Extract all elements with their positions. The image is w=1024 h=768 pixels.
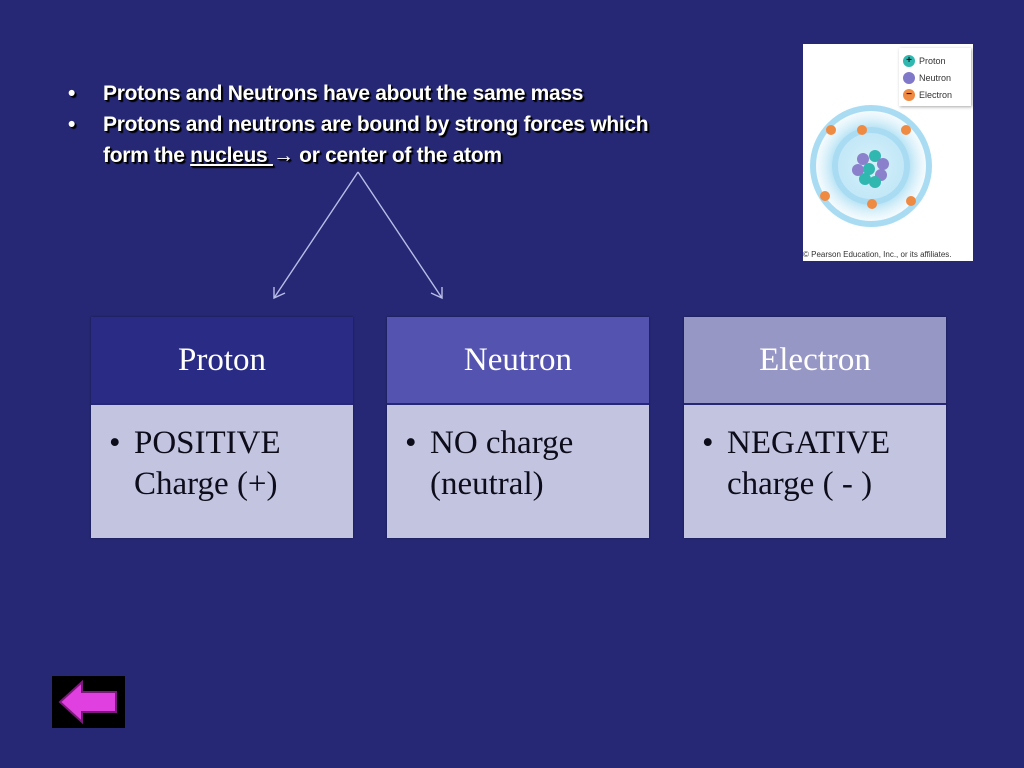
arrow-to-proton — [273, 171, 359, 299]
bullet-text: Protons and neutrons are bound by strong… — [103, 109, 768, 171]
bullet-marker: • — [68, 113, 76, 136]
bullet-item: • Protons and Neutrons have about the sa… — [68, 78, 768, 109]
card-line: charge ( - ) — [727, 466, 873, 502]
bullet-line-end: or center of the atom — [293, 144, 502, 167]
card-title: Neutron — [463, 341, 573, 378]
outer-shell — [810, 105, 932, 227]
arrow-to-neutron — [357, 171, 443, 299]
card-line: (neutral) — [430, 466, 544, 502]
card-body: • NO charge (neutral) — [387, 405, 649, 538]
card-bullet: • — [405, 425, 417, 461]
nucleus — [852, 150, 889, 188]
card-text: NEGATIVE charge ( - ) — [727, 423, 934, 538]
nucleus-blank: nucleus — [190, 144, 273, 167]
card-line: POSITIVE — [134, 425, 281, 461]
card-title: Electron — [759, 341, 871, 378]
card-body: • NEGATIVE charge ( - ) — [684, 405, 946, 538]
atom-diagram-image: + Proton Neutron − Electron © Pearson Ed… — [803, 44, 973, 261]
legend-item-electron: − Electron — [899, 86, 971, 103]
left-arrow-icon — [58, 679, 117, 725]
bullet-line-start: form the — [103, 144, 191, 167]
card-electron: Electron • NEGATIVE charge ( - ) — [684, 317, 946, 538]
legend-item-proton: + Proton — [899, 52, 971, 69]
neutron-icon — [903, 71, 915, 84]
legend-label: Electron — [919, 89, 953, 100]
card-text: NO charge (neutral) — [430, 423, 637, 538]
card-header: Neutron — [387, 317, 649, 403]
card-line: NO charge — [430, 425, 574, 461]
atom-illustration — [805, 100, 937, 232]
bullet-line: Protons and neutrons are bound by strong… — [103, 113, 649, 136]
card-bullet: • — [702, 425, 714, 461]
bullet-item: • Protons and neutrons are bound by stro… — [68, 109, 768, 171]
card-line: Charge (+) — [134, 466, 278, 502]
legend-label: Proton — [919, 55, 946, 66]
card-line: NEGATIVE — [727, 425, 891, 461]
atom-legend: + Proton Neutron − Electron — [899, 48, 971, 106]
card-bullet: • — [109, 425, 121, 461]
right-arrow-icon: → — [272, 144, 294, 167]
legend-label: Neutron — [919, 72, 952, 83]
electrons — [820, 125, 916, 209]
card-header: Electron — [684, 317, 946, 403]
bullet-list: • Protons and Neutrons have about the sa… — [68, 78, 768, 171]
card-text: POSITIVE Charge (+) — [134, 423, 341, 538]
legend-item-neutron: Neutron — [899, 69, 971, 86]
card-proton: Proton • POSITIVE Charge (+) — [91, 317, 353, 538]
bullet-text: Protons and Neutrons have about the same… — [103, 82, 584, 105]
proton-icon: + — [903, 54, 915, 67]
card-title: Proton — [177, 341, 266, 378]
arrowhead-left — [273, 287, 286, 300]
bullet-marker: • — [68, 82, 76, 105]
arrowhead-right — [430, 287, 443, 300]
card-neutron: Neutron • NO charge (neutral) — [387, 317, 649, 538]
card-header: Proton — [91, 317, 353, 403]
back-button[interactable] — [52, 676, 125, 728]
electron-icon: − — [903, 88, 915, 101]
card-body: • POSITIVE Charge (+) — [91, 405, 353, 538]
image-credit: © Pearson Education, Inc., or its affili… — [803, 250, 952, 259]
